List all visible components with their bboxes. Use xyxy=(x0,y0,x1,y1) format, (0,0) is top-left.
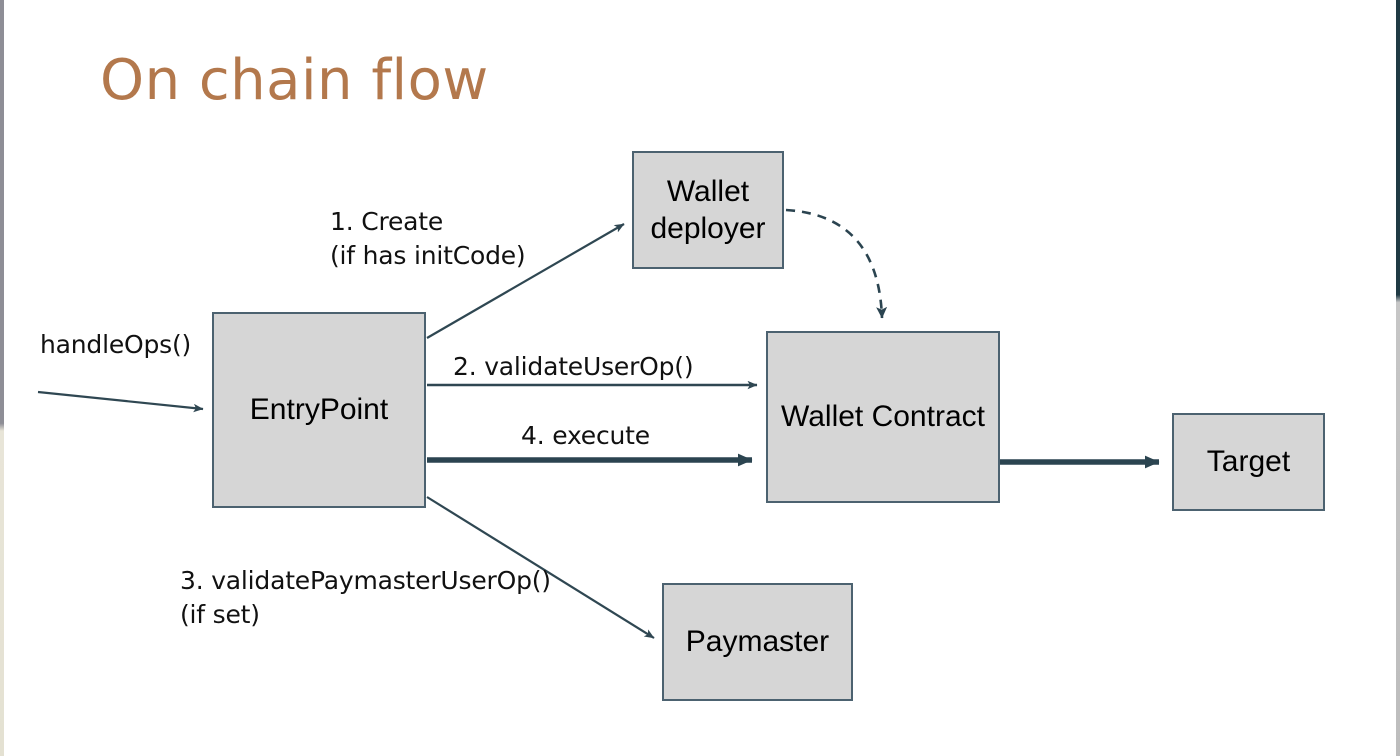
arrow-handleops xyxy=(37,390,204,413)
edge-label-validate-paymaster: 3. validatePaymasterUserOp() (if set) xyxy=(180,566,551,629)
edge-label-create: 1. Create (if has initCode) xyxy=(330,207,526,270)
node-entrypoint[interactable]: EntryPoint xyxy=(212,312,426,508)
edge-label-handleops: handleOps() xyxy=(40,330,192,359)
node-wallet-deployer[interactable]: Wallet deployer xyxy=(632,151,784,269)
node-wallet-contract[interactable]: Wallet Contract xyxy=(766,331,1000,503)
arrow-deploy-dashed xyxy=(785,208,888,319)
edge-label-validate-user-op: 2. validateUserOp() xyxy=(453,352,694,381)
right-edge-stripe xyxy=(1396,0,1400,756)
page-title: On chain flow xyxy=(100,48,489,113)
node-paymaster[interactable]: Paymaster xyxy=(662,583,853,701)
node-target[interactable]: Target xyxy=(1172,413,1325,511)
edge-label-execute: 4. execute xyxy=(521,421,650,450)
left-edge-stripe xyxy=(0,0,4,756)
